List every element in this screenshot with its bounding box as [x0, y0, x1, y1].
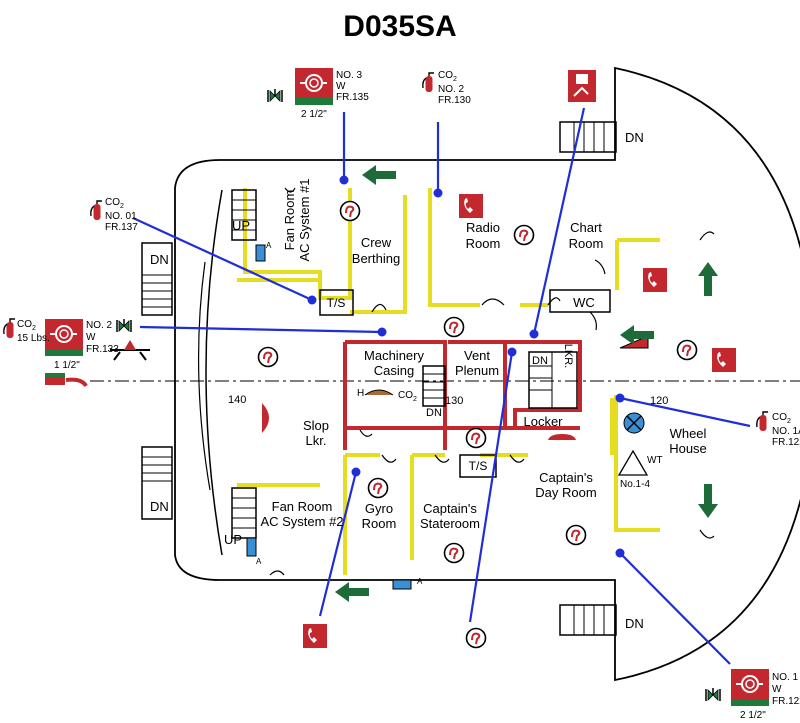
co2-1a-label: NO. 1AFR.122 [772, 426, 800, 448]
bulkheads [237, 188, 660, 575]
leader-lines [132, 107, 751, 665]
a-label-3: A [417, 577, 423, 586]
co2-01-co: CO2 [105, 197, 124, 210]
wc-label: WC [573, 295, 595, 310]
inner-hull-curve-2 [197, 261, 211, 491]
dn-left-lower-label: DN [150, 499, 169, 514]
co2-2-co: CO2 [438, 70, 457, 83]
dn-right-upper-label: DN [625, 130, 644, 145]
wt-label: WT [647, 455, 663, 466]
hose-3-size: 2 1/2" [301, 109, 327, 120]
phone-icons [303, 70, 736, 648]
dn-right-lower-label: DN [625, 616, 644, 631]
ts-upper-label: T/S [327, 296, 346, 310]
page-title: D035SA [343, 10, 456, 43]
svg-text:130: 130 [445, 395, 463, 407]
lkr-label: LKR. [562, 344, 574, 368]
dn-casing-label: DN [426, 407, 442, 419]
inner-hull-curve [205, 189, 223, 556]
h-label: H [357, 388, 364, 399]
machinery-casing-walls [343, 340, 582, 450]
up-lower-label: UP [224, 532, 242, 547]
co2-15-co: CO2 [17, 319, 36, 332]
partition-walls [141, 121, 617, 636]
phone-icon [303, 624, 327, 648]
svg-text:140: 140 [228, 394, 246, 406]
hose-1-size: 2 1/2" [740, 710, 766, 721]
phone-icon [712, 348, 736, 372]
co2-casing-co: CO2 [398, 390, 417, 403]
svg-text:120: 120 [650, 395, 668, 407]
hull-outline [174, 66, 800, 682]
up-upper-label: UP [232, 218, 250, 233]
wt-no-label: No.1-4 [620, 479, 650, 490]
dn-left-upper-label: DN [150, 252, 169, 267]
ts-lower-label: T/S [469, 459, 488, 473]
frame-numbers: 140 130 120 [228, 394, 668, 407]
door-swings [269, 187, 715, 576]
co2-1a-co: CO2 [772, 412, 791, 425]
leader-dots [307, 175, 625, 558]
stair-labels: UP UP DN DN DN DN DN DN [150, 130, 644, 631]
hose-2-size: 1 1/2" [54, 360, 80, 371]
fire-equipment [3, 67, 770, 707]
locker-label: Locker [523, 414, 563, 429]
a-label-1: A [266, 241, 272, 250]
phone-icon [643, 268, 667, 292]
a-label-2: A [256, 557, 262, 566]
dn-plenum-label: DN [532, 355, 548, 367]
stair-steps [142, 122, 605, 635]
green-arrows [335, 165, 718, 602]
phone-icon [459, 194, 483, 218]
fan-room-1-label: Fan RoomAC System #1 [282, 178, 312, 261]
co2-15-label: 15 Lbs. [17, 333, 50, 344]
